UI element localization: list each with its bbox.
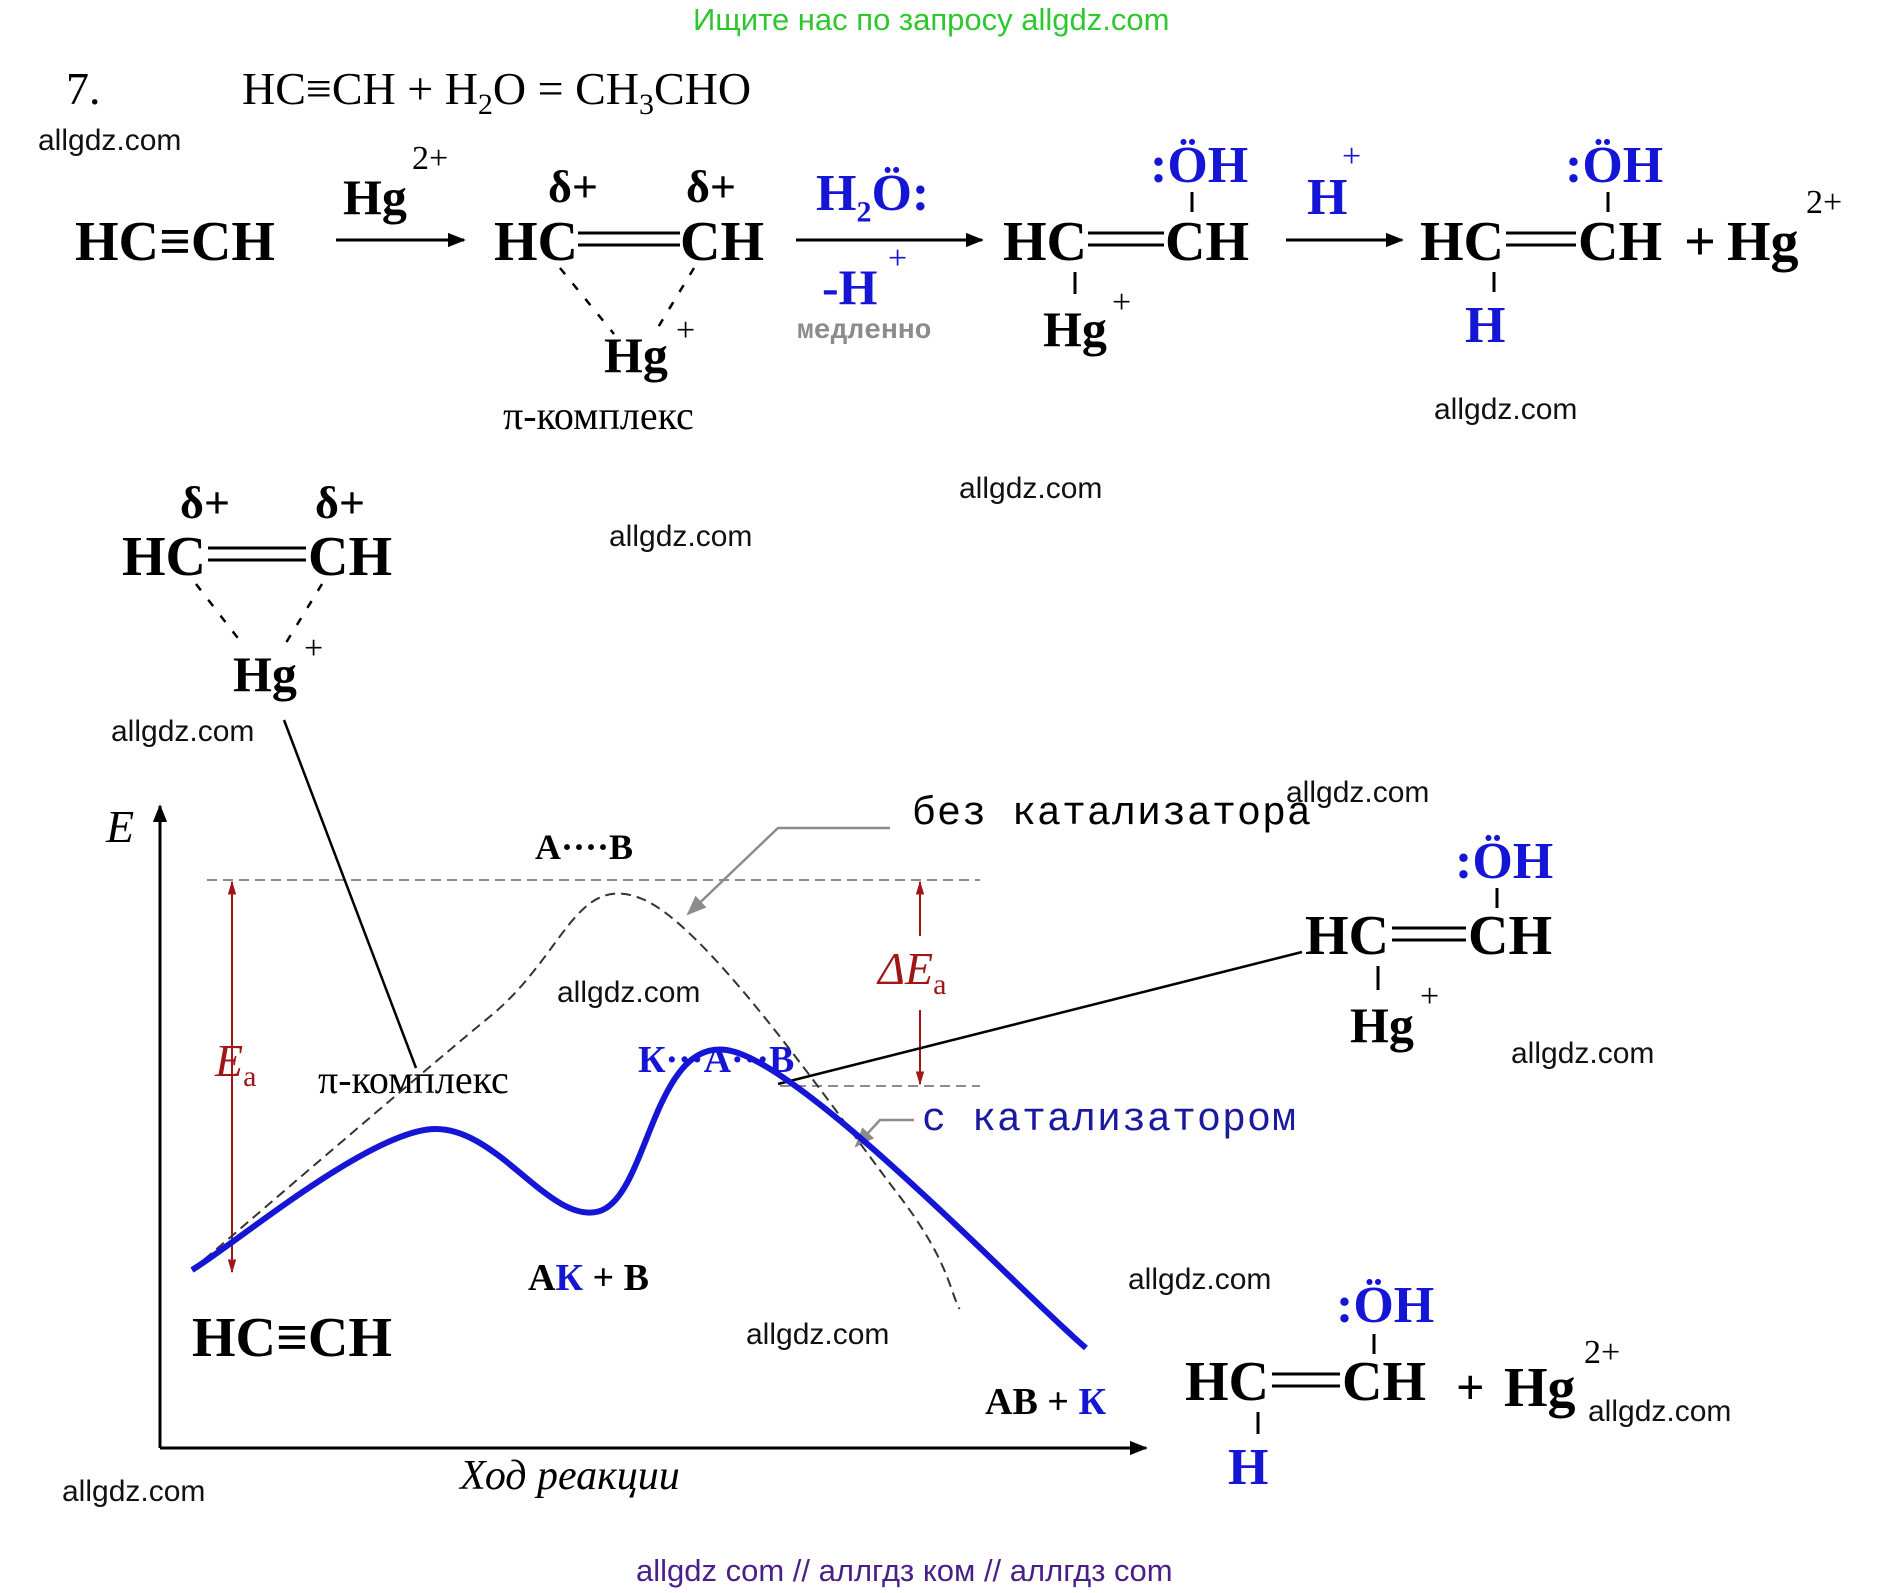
minus-proton: -H (822, 259, 878, 315)
diagram-enol-plus: + (1456, 1359, 1485, 1415)
watermark-5: allgdz.com (111, 715, 255, 748)
label-transition-catalyzed: К···A···B (638, 1039, 795, 1081)
slow-label: медленно (797, 316, 932, 347)
enol-h: H (1465, 297, 1506, 354)
label-activation-delta: ΔEa (878, 943, 947, 1002)
watermark-1: allgdz.com (38, 124, 182, 157)
watermark-2: allgdz.com (1434, 393, 1578, 426)
curve-catalyzed (190, 1046, 1088, 1351)
curve-uncatalyzed (191, 892, 961, 1310)
label-product: AB + К (985, 1380, 1106, 1424)
diagram-enol-ch: CH (1342, 1351, 1426, 1413)
footer-note: allgdz com // аллгдз ком // аллгдз com (636, 1553, 1173, 1588)
diagram-intermediate-ch: CH (1468, 905, 1552, 967)
diagram-enol-h: H (1228, 1439, 1269, 1496)
watermark-7: allgdz.com (557, 976, 701, 1009)
delta-plus-right: δ+ (686, 161, 737, 212)
diagram-pi-dotted-left (195, 583, 245, 647)
intermediate-hg-charge: + (1112, 284, 1132, 321)
watermark-3: allgdz.com (959, 472, 1103, 505)
diagram-pi-delta-right: δ+ (315, 477, 366, 528)
axis-label-e: E (106, 801, 135, 852)
label-reactant: HC≡CH (192, 1307, 392, 1369)
diagram-pi-hg: Hg (233, 646, 297, 702)
label-intermediate: AК + B (528, 1256, 649, 1300)
connector-intermediate (777, 950, 1303, 1086)
proton-charge: + (1342, 138, 1362, 175)
label-uncatalyzed: без катализатора (912, 792, 1313, 837)
label-product-ab: AB + (985, 1381, 1069, 1423)
energy-curves (190, 892, 1088, 1351)
enol-oh: :ÖH (1565, 137, 1664, 194)
axis-label-x: Ход реакции (460, 1453, 680, 1499)
label-intermediate-a: A (528, 1257, 556, 1299)
connector-pi-complex (282, 719, 418, 1069)
reaction-equation: HC≡CH + H2O = CH3CHO (242, 63, 752, 122)
diagram-enol-hc: HC (1185, 1351, 1269, 1413)
label-intermediate-k: К (555, 1257, 584, 1299)
watermark-12: allgdz.com (62, 1475, 206, 1508)
pi-complex-caption: π-комплекс (503, 393, 694, 438)
watermark-6: allgdz.com (1286, 776, 1430, 809)
diagram-pi-hc: HC (122, 526, 206, 588)
pi-complex-hc: HC (494, 211, 578, 273)
enol-hc: HC (1420, 211, 1504, 273)
pi-complex-hg: Hg (604, 327, 668, 383)
watermark-4: allgdz.com (609, 520, 753, 553)
pi-complex-hg-charge: + (676, 312, 696, 349)
proton: H (1307, 169, 1348, 226)
diagram-pi-dotted-right (282, 583, 324, 647)
label-product-k: К (1078, 1381, 1107, 1423)
search-note: Ищите нас по запросу allgdz.com (693, 2, 1170, 37)
diagram-intermediate-oh: :ÖH (1455, 833, 1554, 890)
diagram-pi-ch: CH (308, 526, 392, 588)
watermark-8: allgdz.com (1511, 1037, 1655, 1070)
catalyst-charge: 2+ (412, 140, 449, 177)
pi-dotted-right (652, 267, 696, 335)
label-transition-uncatalyzed: A····B (535, 827, 634, 867)
reactant-acetylene: HC≡CH (75, 211, 275, 273)
pi-complex-ch: CH (680, 211, 764, 273)
diagram-intermediate-hg-charge: + (1420, 978, 1440, 1015)
pointer-uncatalyzed (686, 826, 890, 916)
catalyst-hg: Hg (343, 169, 407, 225)
watermark-9: allgdz.com (1128, 1263, 1272, 1296)
watermark-11: allgdz.com (1588, 1395, 1732, 1428)
intermediate-hg: Hg (1043, 301, 1107, 357)
task-number: 7. (66, 63, 101, 114)
delta-plus-left: δ+ (548, 161, 599, 212)
minus-proton-charge: + (888, 240, 908, 277)
diagram-pi-hg-charge: + (304, 630, 324, 667)
enol-plus: + (1684, 211, 1716, 273)
diagram-enol-oh: :ÖH (1336, 1277, 1435, 1334)
enol-hg-charge: 2+ (1806, 184, 1843, 221)
enol-ch: CH (1578, 211, 1662, 273)
diagram-intermediate-hg: Hg (1350, 997, 1414, 1053)
diagram-enol-hg: Hg (1504, 1357, 1576, 1419)
water-reagent: H2Ö: (816, 165, 930, 229)
enol-hg: Hg (1727, 211, 1799, 273)
label-intermediate-b: + B (592, 1257, 650, 1299)
watermark-10: allgdz.com (746, 1318, 890, 1351)
diagram-pi-delta-left: δ+ (180, 477, 231, 528)
diagram-intermediate-hc: HC (1305, 905, 1389, 967)
label-activation-energy: Ea (215, 1035, 257, 1094)
diagram-enol-hg-charge: 2+ (1584, 1334, 1621, 1371)
label-catalyzed: с катализатором (922, 1098, 1298, 1143)
intermediate-hc: HC (1003, 211, 1087, 273)
pi-dotted-left (559, 267, 615, 335)
intermediate-oh: :ÖH (1150, 137, 1249, 194)
intermediate-ch: CH (1165, 211, 1249, 273)
